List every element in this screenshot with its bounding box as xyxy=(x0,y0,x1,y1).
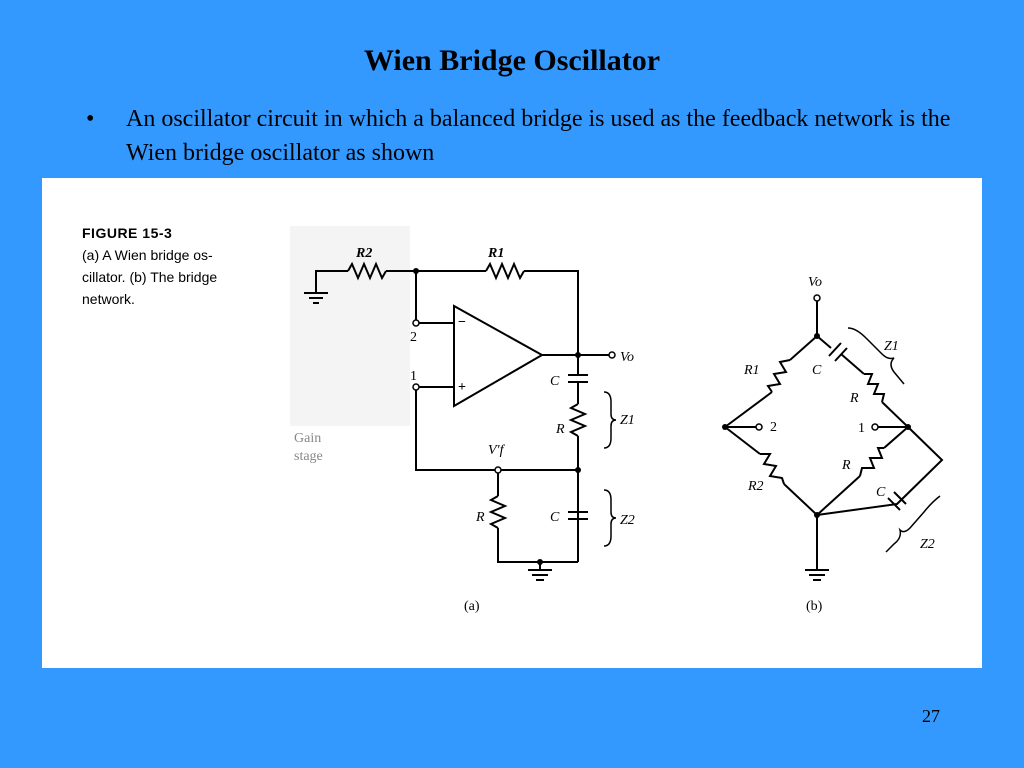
label-minus: − xyxy=(458,315,466,330)
caption-line-1: (a) A Wien bridge os- xyxy=(82,247,213,263)
brace-z1-b xyxy=(847,327,905,385)
label-z2-b: Z2 xyxy=(920,537,935,552)
label-c-top-b: C xyxy=(812,363,822,378)
label-c-series: C xyxy=(550,374,560,389)
label-r-bottom-b: R xyxy=(841,458,851,473)
resistor-r1-b xyxy=(766,359,791,393)
capacitor-c-top-b xyxy=(828,342,848,362)
resistor-r2 xyxy=(347,261,387,281)
label-r-top-b: R xyxy=(849,391,859,406)
figure-panel: FIGURE 15-3 (a) A Wien bridge os- cillat… xyxy=(42,178,982,668)
resistor-r1 xyxy=(485,261,525,281)
node-2-terminal xyxy=(755,423,763,431)
caption-line-2: cillator. (b) The bridge xyxy=(82,269,218,285)
bullet-text: An oscillator circuit in which a balance… xyxy=(126,106,951,166)
ground-symbol-b xyxy=(805,569,829,581)
brace-z2 xyxy=(603,489,617,547)
label-r1-b: R1 xyxy=(743,363,760,378)
caption-line-3: network. xyxy=(82,291,135,307)
label-pin-1: 1 xyxy=(410,369,417,384)
slide-title: Wien Bridge Oscillator xyxy=(363,44,661,77)
page-number: 27 xyxy=(922,706,940,726)
label-vo-a: Vo xyxy=(620,350,634,365)
pin-1-terminal xyxy=(412,383,420,391)
figure-number: FIGURE 15-3 xyxy=(82,225,173,241)
capacitor-c-bottom-b xyxy=(887,491,907,511)
label-part-b: (b) xyxy=(806,599,823,614)
vf-node xyxy=(575,467,581,473)
label-z1-b: Z1 xyxy=(884,339,899,354)
label-c-parallel: C xyxy=(550,510,560,525)
circuit-diagram: R2 R1 2 1 − + Vo V′f C R Z1 R C Z2 Gain … xyxy=(290,226,944,614)
resistor-r-top-b xyxy=(864,373,886,403)
ground-symbol-a xyxy=(528,569,552,581)
label-gain: Gain xyxy=(294,431,321,446)
bullet-mark: • xyxy=(86,106,95,132)
brace-z1 xyxy=(603,391,617,449)
vo-terminal-b xyxy=(813,294,821,302)
vo-terminal xyxy=(608,351,616,359)
bridge-network: Vo Z1 C R1 R 2 1 R C R2 Z2 (b) xyxy=(722,275,944,614)
node-1-terminal xyxy=(871,423,879,431)
label-node-1: 1 xyxy=(858,421,865,436)
scan-artifact xyxy=(290,226,410,426)
label-pin-2: 2 xyxy=(410,330,417,345)
capacitor-c-series xyxy=(568,374,588,383)
label-r-parallel: R xyxy=(475,510,485,525)
resistor-r-bottom-b xyxy=(859,447,884,477)
label-node-2: 2 xyxy=(770,420,777,435)
resistor-r-series xyxy=(568,403,588,437)
resistor-r2-b xyxy=(760,453,785,485)
label-z1-a: Z1 xyxy=(620,413,635,428)
vf-terminal xyxy=(494,466,502,474)
label-r1: R1 xyxy=(487,246,504,261)
ground-symbol xyxy=(304,292,328,304)
label-r2-b: R2 xyxy=(747,479,764,494)
resistor-r-parallel xyxy=(488,495,508,529)
label-part-a: (a) xyxy=(464,599,480,614)
label-r-series: R xyxy=(555,422,565,437)
label-vo-b: Vo xyxy=(808,275,822,290)
pin-2-terminal xyxy=(412,319,420,327)
label-vf: V′f xyxy=(488,443,506,458)
figure-caption: FIGURE 15-3 (a) A Wien bridge os- cillat… xyxy=(82,222,302,310)
brace-z2-b xyxy=(885,495,941,553)
label-plus: + xyxy=(458,380,466,395)
oscillator-circuit: R2 R1 2 1 − + Vo V′f C R Z1 R C Z2 Gain … xyxy=(294,246,635,614)
label-z2-a: Z2 xyxy=(620,513,635,528)
label-c-bottom-b: C xyxy=(876,485,886,500)
label-stage: stage xyxy=(294,449,323,464)
op-amp-triangle xyxy=(453,304,545,408)
label-r2: R2 xyxy=(355,246,372,261)
